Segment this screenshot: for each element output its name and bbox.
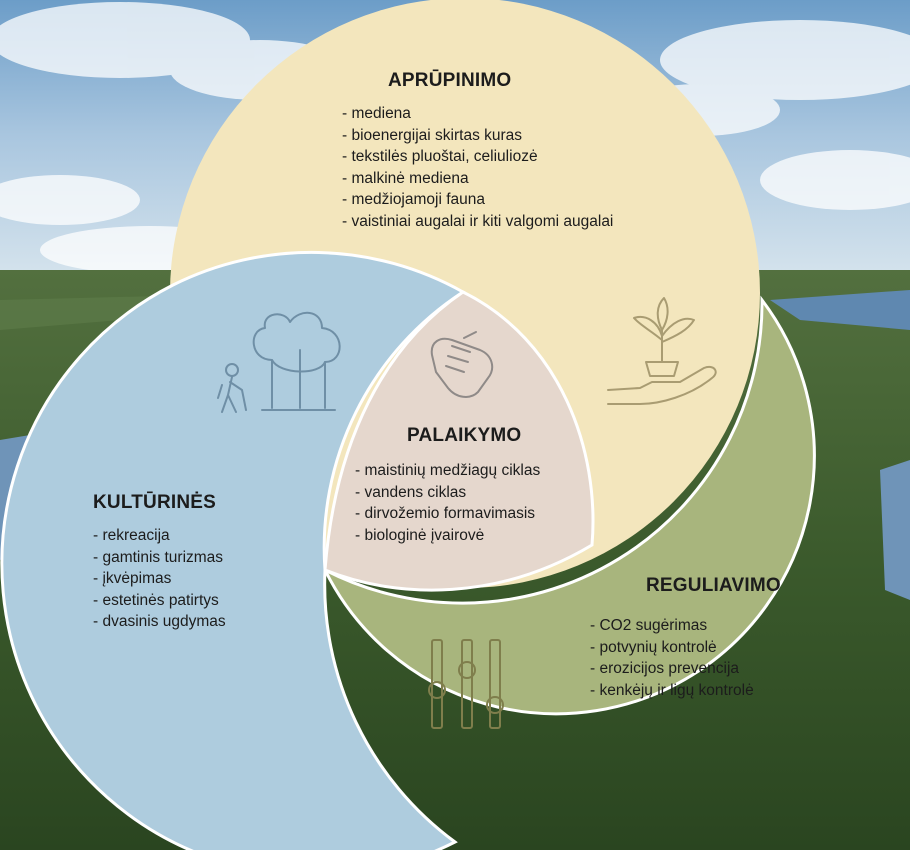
list-item: tekstilės pluoštai, celiuliozė	[342, 146, 613, 168]
reguliavimo-list: CO2 sugėrimas potvynių kontrolė erozicij…	[590, 615, 754, 702]
list-item: malkinė mediena	[342, 168, 613, 190]
hiker-and-trees-icon	[217, 312, 341, 413]
aprupinimo-title: APRŪPINIMO	[388, 70, 512, 91]
reguliavimo-title: REGULIAVIMO	[646, 575, 781, 596]
open-hand-icon	[430, 331, 494, 398]
lake-right	[770, 290, 910, 330]
aprupinimo-list: mediena bioenergijai skirtas kuras tekst…	[342, 103, 613, 232]
list-item: įkvėpimas	[93, 568, 226, 590]
list-item: gamtinis turizmas	[93, 547, 226, 569]
palaikymo-list: maistinių medžiagų ciklas vandens ciklas…	[355, 460, 540, 546]
list-item: dirvožemio formavimasis	[355, 503, 540, 525]
kulturines-title: KULTŪRINĖS	[93, 492, 217, 513]
sliders-icon	[428, 639, 504, 729]
list-item: estetinės patirtys	[93, 590, 226, 612]
reguliavimo-region	[321, 295, 816, 716]
palaikymo-title: PALAIKYMO	[407, 425, 522, 446]
list-item: CO2 sugėrimas	[590, 615, 754, 637]
list-item: maistinių medžiagų ciklas	[355, 460, 540, 482]
list-item: vaistiniai augalai ir kiti valgomi augal…	[342, 211, 613, 233]
list-item: mediena	[342, 103, 613, 125]
list-item: potvynių kontrolė	[590, 637, 754, 659]
kulturines-list: rekreacija gamtinis turizmas įkvėpimas e…	[93, 525, 226, 633]
hand-with-sprout-icon	[607, 297, 717, 405]
list-item: kenkėjų ir ligų kontrolė	[590, 680, 753, 702]
list-item: dvasinis ugdymas	[93, 611, 225, 633]
list-item: vandens ciklas	[355, 482, 540, 504]
list-item: medžiojamoji fauna	[342, 189, 613, 211]
list-item: erozicijos prevencija	[590, 658, 754, 680]
lake-right-lower	[880, 460, 910, 600]
list-item: rekreacija	[93, 525, 226, 547]
list-item: bioenergijai skirtas kuras	[342, 125, 613, 147]
list-item: biologinė įvairovė	[355, 525, 540, 547]
